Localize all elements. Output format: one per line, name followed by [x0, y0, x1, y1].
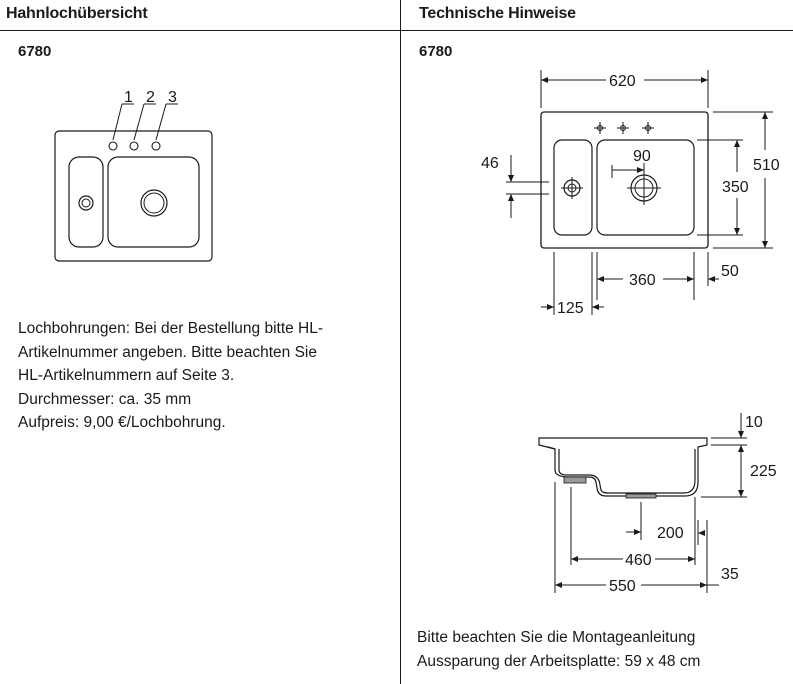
- tap-hole-2: [129, 141, 139, 151]
- dim-drain-pos: 200: [657, 525, 684, 542]
- top-large-bowl: [596, 139, 695, 236]
- dim-inner-width: 460: [625, 552, 652, 569]
- column-divider: [400, 0, 401, 684]
- dim-rim: 10: [745, 414, 763, 431]
- right-header: Technische Hinweise: [401, 0, 793, 31]
- tap-hole-3: [151, 141, 161, 151]
- dim-width: 620: [609, 73, 636, 90]
- installation-notes: Bitte beachten Sie die Montageanleitung …: [417, 626, 700, 673]
- sink-side-profile: [538, 437, 708, 497]
- dim-big-bowl-width: 360: [629, 272, 656, 289]
- hole-label-2: 2: [146, 89, 155, 106]
- side-view-diagram: 10 225 200 460 550 35: [538, 413, 777, 595]
- tap-hole-diagram: 1 2 3: [54, 89, 213, 262]
- top-view-diagram: 620 510 350 90 46 360 50 125: [481, 70, 780, 317]
- info-line: Lochbohrungen: Bei der Bestellung bitte …: [18, 320, 324, 337]
- drilling-info-text: Lochbohrungen: Bei der Bestellung bitte …: [18, 317, 323, 435]
- info-line: Artikelnummer angeben. Bitte beachten Si…: [18, 343, 317, 361]
- info-line: Aufpreis: 9,00 €/Lochbohrung.: [18, 414, 226, 431]
- right-model-number: 6780: [419, 43, 453, 60]
- hole-label-3: 3: [168, 89, 177, 106]
- top-sink-outline: [540, 111, 709, 249]
- tap-hole-overview-panel: Hahnlochübersicht 6780 1 2 3 Lochbohrung…: [0, 0, 400, 435]
- tap-hole-1: [108, 141, 118, 151]
- note-line: Bitte beachten Sie die Montageanleitung: [417, 629, 696, 646]
- small-bowl: [68, 156, 104, 248]
- small-drain: [78, 195, 94, 211]
- dim-offset: 35: [721, 566, 739, 583]
- large-drain: [140, 189, 168, 217]
- dim-small-bowl-offset: 125: [557, 300, 584, 317]
- technical-notes-panel: Technische Hinweise 6780: [401, 0, 793, 684]
- top-small-bowl: [553, 139, 593, 236]
- dim-small-drain: 46: [481, 155, 499, 172]
- hole-label-1: 1: [124, 89, 133, 106]
- tap-hole-markers: [594, 122, 654, 134]
- dim-height: 510: [753, 157, 780, 174]
- dim-drain-offset: 90: [633, 148, 651, 165]
- left-title: Hahnlochübersicht: [6, 5, 148, 22]
- info-line: Durchmesser: ca. 35 mm: [18, 390, 192, 408]
- left-model-number: 6780: [18, 43, 52, 60]
- note-line: Aussparung der Arbeitsplatte: 59 x 48 cm: [417, 652, 701, 670]
- dim-depth: 225: [750, 463, 777, 480]
- sink-outline: [54, 130, 213, 262]
- right-title: Technische Hinweise: [419, 5, 576, 22]
- dim-outer-width: 550: [609, 578, 636, 595]
- large-bowl: [107, 156, 200, 248]
- dim-bowl-height: 350: [722, 179, 749, 196]
- dim-right-margin: 50: [721, 263, 739, 280]
- info-line: HL-Artikelnummern auf Seite 3.: [18, 367, 235, 384]
- left-header: Hahnlochübersicht: [0, 0, 400, 31]
